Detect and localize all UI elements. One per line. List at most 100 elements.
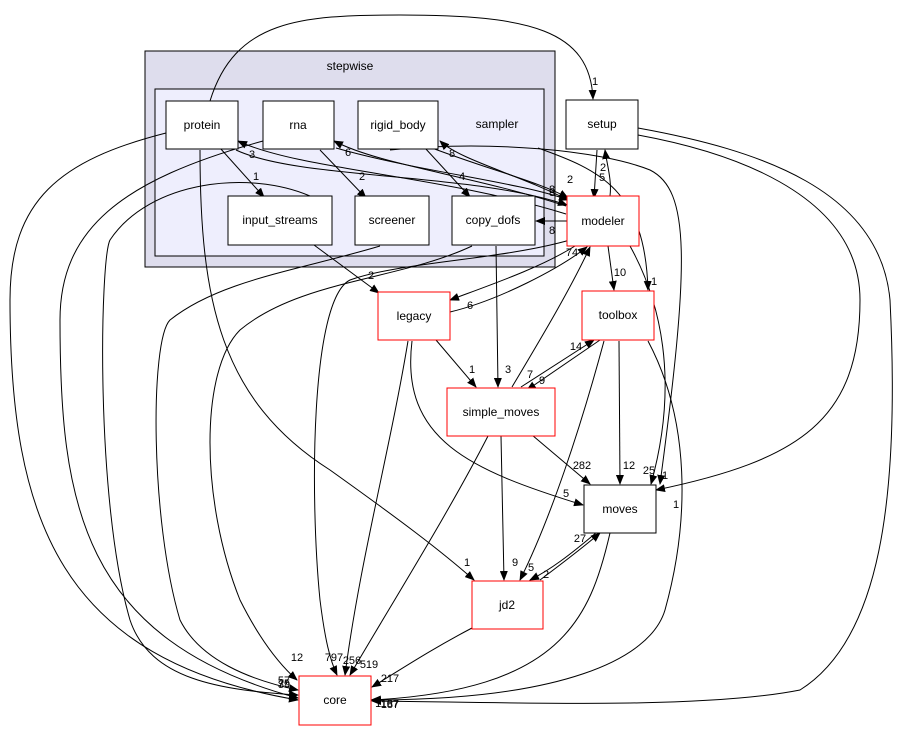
node-toolbox[interactable]: toolbox: [581, 290, 655, 341]
edge-simple-moves-core: [349, 435, 489, 676]
edge-input-streams-core: [102, 182, 311, 699]
node-jd2[interactable]: jd2: [471, 580, 544, 630]
node-setup-label: setup: [587, 117, 617, 131]
edge-toolbox-core: [370, 340, 683, 704]
node-simple-moves[interactable]: simple_moves: [446, 387, 556, 437]
node-modeler-label: modeler: [581, 214, 624, 228]
node-screener-label: screener: [369, 213, 416, 227]
edge-label: 1: [253, 171, 259, 183]
edge-label: 2: [368, 270, 374, 282]
edge-label: 10: [614, 267, 626, 279]
node-screener[interactable]: screener: [354, 195, 430, 246]
edge-label: 8: [549, 184, 555, 196]
edge-label: 74: [566, 247, 578, 259]
edge-label: 8: [549, 225, 555, 237]
edge-input-streams-legacy: [313, 244, 380, 294]
node-moves[interactable]: moves: [583, 484, 657, 534]
edge-label: 3: [505, 364, 511, 376]
edge-rna-core: [59, 140, 299, 700]
edge-protein-modeler: [235, 149, 568, 206]
node-copy-dofs[interactable]: copy_dofs: [451, 195, 536, 246]
edge-label: 5: [563, 488, 569, 500]
edge-toolbox-moves: [615, 340, 624, 485]
node-toolbox-label: toolbox: [599, 308, 638, 322]
edge-modeler-core: [313, 239, 571, 676]
edge-moves-core: [371, 532, 611, 704]
node-modeler[interactable]: modeler: [566, 195, 640, 247]
node-legacy[interactable]: legacy: [377, 291, 451, 341]
node-input-streams-label: input_streams: [242, 213, 317, 227]
node-rigid-body[interactable]: rigid_body: [357, 100, 439, 150]
edge-label: 27: [574, 533, 586, 545]
node-setup[interactable]: setup: [565, 99, 639, 150]
edge-sampler-toolbox: [537, 147, 652, 291]
edge-labels: 1 1 2 4 3 6 8 2 8 8 2 5 8 2 74 6 10 1 1 …: [249, 76, 679, 711]
node-input-streams[interactable]: input_streams: [227, 195, 333, 246]
edge-jd2-moves: [539, 532, 601, 581]
edge-label: 6: [467, 300, 473, 312]
edge-modeler-setup: [602, 149, 611, 197]
edge-modeler-legacy: [449, 245, 576, 301]
node-legacy-label: legacy: [397, 309, 432, 323]
edge-label: 2: [567, 174, 573, 186]
node-protein[interactable]: protein: [165, 100, 239, 150]
node-copy-dofs-label: copy_dofs: [466, 213, 521, 227]
edge-label: 25: [643, 465, 655, 477]
edge-protein-jd2: [199, 149, 475, 581]
cluster-sampler-label: sampler: [476, 117, 519, 131]
node-rigid-body-label: rigid_body: [370, 118, 425, 132]
edge-legacy-simple-moves: [435, 339, 477, 388]
edge-label: 519: [360, 659, 378, 671]
node-moves-label: moves: [602, 502, 637, 516]
edge-copy-dofs-simple-moves: [493, 245, 502, 388]
node-core-label: core: [323, 693, 347, 707]
edge-label: 1: [662, 470, 668, 482]
edge-label: 1: [469, 364, 475, 376]
edge-label: 2: [600, 162, 606, 174]
edge-label: 12: [291, 652, 303, 664]
edge-modeler-toolbox: [607, 245, 617, 291]
node-core[interactable]: core: [298, 675, 372, 726]
edge-label: 187: [381, 699, 399, 711]
edge-label: 8: [549, 187, 555, 199]
edge-label: 3: [249, 149, 255, 161]
edge-label: 75: [278, 678, 290, 690]
node-rna[interactable]: rna: [262, 100, 335, 150]
edge-label: 797: [325, 652, 343, 664]
edge-label: 9: [539, 375, 545, 387]
node-simple-moves-label: simple_moves: [463, 405, 540, 419]
edge-label: 4: [459, 171, 465, 183]
node-jd2-label: jd2: [498, 598, 515, 612]
edge-label: 1: [651, 276, 657, 288]
cluster-stepwise-label: stepwise: [327, 59, 374, 73]
edge-moves-jd2: [529, 531, 598, 581]
edge-modeler-moves: [629, 245, 666, 485]
edges: [9, 14, 893, 706]
edge-label: 282: [573, 460, 591, 472]
node-protein-label: protein: [184, 118, 221, 132]
edge-protein-setup: [209, 14, 597, 102]
edge-label: 12: [623, 460, 635, 472]
edge-label: 1: [464, 557, 470, 569]
edge-rigid-body-moves: [389, 145, 682, 485]
edge-label: 1: [673, 499, 679, 511]
edge-jd2-core: [371, 627, 473, 688]
edge-simple-moves-moves: [531, 434, 591, 485]
edge-label: 1167: [375, 698, 399, 710]
edge-legacy-modeler: [449, 246, 588, 313]
edge-label: 7: [527, 369, 533, 381]
edge-legacy-moves: [410, 340, 584, 507]
edge-modeler-rigid-body: [439, 140, 569, 201]
node-rna-label: rna: [289, 118, 307, 132]
edge-label: 1: [592, 76, 598, 88]
edge-copy-dofs-core: [209, 245, 473, 681]
edge-protein-input-streams: [219, 147, 265, 198]
edge-simple-moves-modeler: [511, 246, 591, 388]
edge-simple-moves-toolbox: [520, 339, 595, 388]
edge-toolbox-jd2: [519, 340, 605, 581]
edge-simple-moves-jd2: [499, 435, 508, 581]
edge-label: 39: [278, 679, 290, 691]
edge-label: 6: [345, 147, 351, 159]
edge-label: 217: [381, 673, 399, 685]
